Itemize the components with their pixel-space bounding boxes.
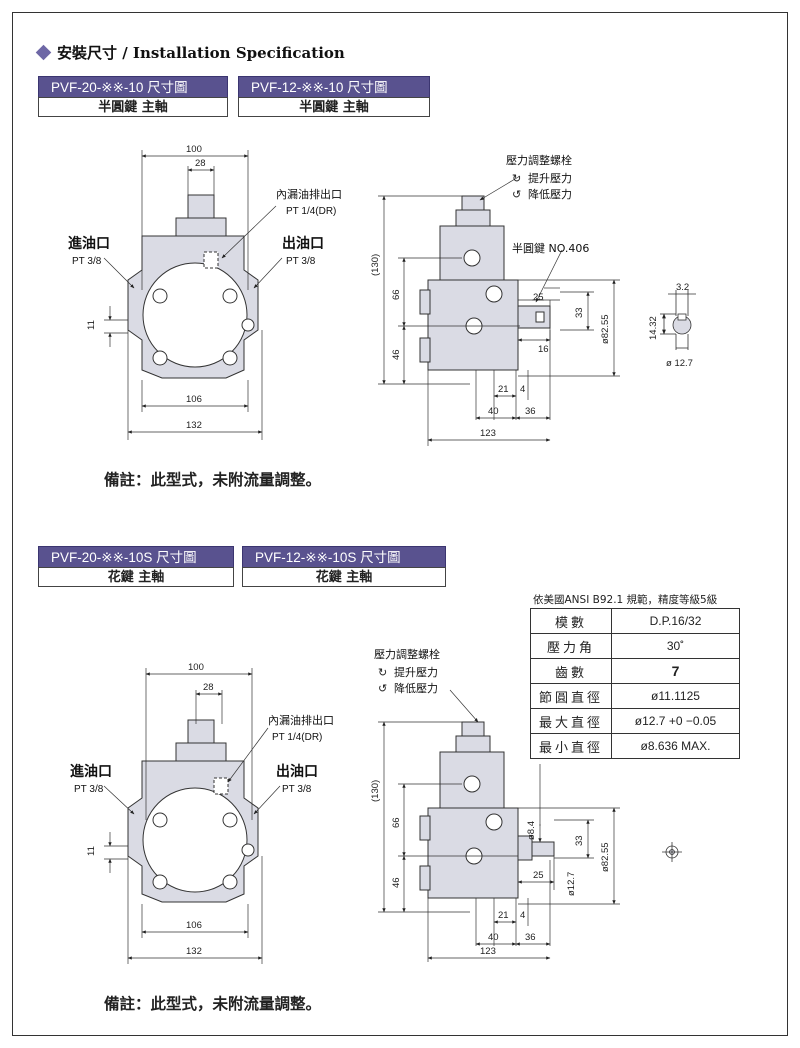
adjust-screw-label-b: 壓力調整螺栓 <box>374 647 440 661</box>
dim-11: 11 <box>86 320 97 330</box>
dim-82-55-b: ø82.55 <box>600 842 611 872</box>
spec-caption: 依美國ANSI B92.1 規範，精度等級5級 <box>533 594 718 606</box>
counterclockwise-icon-b: ↺ <box>378 682 387 695</box>
dim-100: 100 <box>186 144 202 155</box>
subtitle-half-key-right: 半圓鍵 主軸 <box>238 97 430 117</box>
drain-label: 內漏油排出口 <box>276 187 342 201</box>
note-bottom: 備註：此型式，未附流量調整。 <box>104 995 322 1013</box>
top-side-view <box>419 195 551 371</box>
dim-82-55: ø82.55 <box>600 314 611 344</box>
top-front-view <box>127 194 259 379</box>
dim-66: 66 <box>391 289 402 300</box>
dim-36-b: 36 <box>525 932 536 943</box>
dim-33: 33 <box>574 307 585 318</box>
dim-8-4: ø8.4 <box>526 821 537 840</box>
dim-36: 36 <box>525 406 536 417</box>
dim-12-7: ø 12.7 <box>666 358 693 369</box>
inlet-size-b: PT 3/8 <box>74 784 104 795</box>
dim-3-2: 3.2 <box>676 282 689 293</box>
key-detail <box>660 290 696 350</box>
section-title: 安裝尺寸 / Installation Specification <box>35 42 345 63</box>
dim-123: 123 <box>480 428 496 439</box>
clockwise-icon: ↻ <box>512 172 521 185</box>
dim-4-b: 4 <box>520 910 525 921</box>
dim-40: 40 <box>488 406 499 417</box>
subtitle-half-key-left: 半圓鍵 主軸 <box>38 97 228 117</box>
dim-25: 25 <box>533 292 544 303</box>
spline-detail-icon <box>662 842 682 862</box>
outlet-size: PT 3/8 <box>286 256 316 267</box>
dim-25-b: 25 <box>533 870 544 881</box>
dim-21: 21 <box>498 384 509 395</box>
clockwise-icon-b: ↻ <box>378 666 387 679</box>
dim-28-b: 28 <box>203 682 214 693</box>
dim-14-32: 14.32 <box>648 316 659 340</box>
dim-4: 4 <box>520 384 525 395</box>
dim-132-b: 132 <box>186 946 202 957</box>
dim-66-b: 66 <box>391 817 402 828</box>
inlet-label-b: 進油口 <box>70 763 112 780</box>
subtitle-spline-right: 花鍵 主軸 <box>242 567 446 587</box>
outlet-size-b: PT 3/8 <box>282 784 312 795</box>
bottom-front-view <box>127 719 259 903</box>
dim-100-b: 100 <box>188 662 204 673</box>
dim-40-b: 40 <box>488 932 499 943</box>
bottom-side-view <box>419 721 555 899</box>
dim-11-b: 11 <box>86 846 97 856</box>
dim-132: 132 <box>186 420 202 431</box>
dim-28: 28 <box>195 158 206 169</box>
dim-130-b: (130) <box>370 780 381 802</box>
half-key-label: 半圓鍵 NO.406 <box>512 241 589 255</box>
outlet-label: 出油口 <box>282 235 324 252</box>
lower-pressure-label-b: 降低壓力 <box>394 681 438 695</box>
dim-106: 106 <box>186 394 202 405</box>
note-top: 備註：此型式，未附流量調整。 <box>104 471 322 489</box>
subtitle-spline-left: 花鍵 主軸 <box>38 567 234 587</box>
inlet-size: PT 3/8 <box>72 256 102 267</box>
lower-pressure-label: 降低壓力 <box>528 187 572 201</box>
drain-size-b: PT 1/4(DR) <box>272 732 322 743</box>
dim-123-b: 123 <box>480 946 496 957</box>
raise-pressure-label-b: 提升壓力 <box>394 666 438 679</box>
drain-label-b: 內漏油排出口 <box>268 713 334 727</box>
dim-16: 16 <box>538 344 549 355</box>
dim-106-b: 106 <box>186 920 202 931</box>
counterclockwise-icon: ↺ <box>512 188 521 201</box>
dim-33-b: 33 <box>574 835 585 846</box>
dim-46: 46 <box>391 349 402 360</box>
drain-size: PT 1/4(DR) <box>286 206 336 217</box>
dim-130: (130) <box>370 254 381 276</box>
raise-pressure-label: 提升壓力 <box>528 172 572 185</box>
dim-12-7-b: ø12.7 <box>566 872 577 896</box>
dim-46-b: 46 <box>391 877 402 888</box>
page-frame <box>12 12 788 1036</box>
dim-21-b: 21 <box>498 910 509 921</box>
inlet-label: 進油口 <box>68 235 110 252</box>
outlet-label-b: 出油口 <box>276 763 318 780</box>
adjust-screw-label: 壓力調整螺栓 <box>506 153 572 167</box>
